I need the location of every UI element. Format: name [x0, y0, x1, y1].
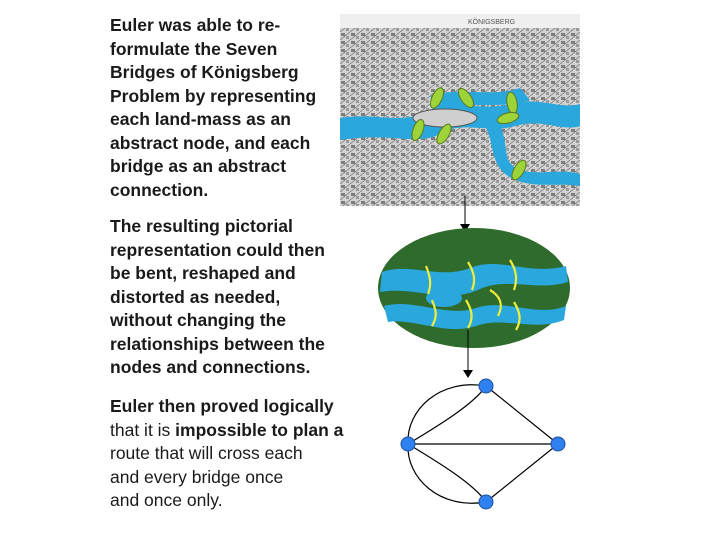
paragraph-proof-description: Euler then proved logically that it is i…: [110, 395, 385, 513]
graph-node: [550, 436, 566, 452]
text-line: nodes and connections.: [110, 357, 311, 377]
text-line: Bridges of Königsberg: [110, 62, 299, 82]
map-bridge: [411, 119, 425, 141]
graph-node: [478, 378, 494, 394]
blob-bridge: [424, 265, 432, 295]
text-line: distorted as needed,: [110, 286, 281, 307]
text-normal-segment: that it is: [110, 419, 176, 440]
graph-edge: [407, 443, 487, 504]
text-line: relationships between the: [110, 333, 325, 354]
graph-nodes: [400, 378, 566, 510]
text-line: each land-mass as an: [110, 109, 291, 129]
graph-edge: [407, 384, 487, 445]
map-bridges: [411, 87, 527, 181]
text-line: Problem by representing: [110, 85, 317, 106]
text-line: that it is impossible to plan a: [110, 419, 385, 443]
text-line: connection.: [110, 179, 209, 200]
map-river-south: [486, 126, 580, 186]
text-normal-segment: .: [217, 490, 223, 510]
blob-bridge: [513, 301, 521, 331]
text-line: route that will cross each: [110, 443, 303, 463]
graph-node: [400, 436, 416, 452]
text-line: without changing the: [110, 310, 286, 330]
map-header-band: [340, 14, 580, 28]
map-bridge: [457, 88, 475, 108]
text-line: bridge as an abstract: [110, 156, 287, 176]
blob-bridge: [489, 289, 502, 317]
blob-bridge: [465, 299, 473, 329]
paragraph-map-description: Euler was able to re- formulate the Seve…: [110, 14, 385, 202]
map-bridge: [511, 159, 527, 181]
graph-node: [478, 494, 494, 510]
blob-bridge: [509, 259, 518, 291]
blob-bridge: [467, 261, 476, 291]
text-line: and once only.: [110, 489, 385, 513]
text-line: The resulting pictorial: [110, 216, 293, 236]
text-emphasis-segment: and once only: [110, 490, 218, 510]
text-line: formulate the Seven: [110, 38, 278, 59]
euler-graph: [400, 378, 566, 510]
map-bridge: [496, 111, 520, 125]
graph-edges: [407, 384, 559, 504]
blob-bridges: [424, 259, 521, 331]
graph-edge: [407, 385, 487, 445]
map-caption: KÖNIGSBERG: [468, 18, 515, 26]
text-line: abstract node, and each: [110, 132, 311, 153]
map-river-north: [430, 88, 530, 110]
text-line: and every bridge once: [110, 466, 284, 487]
koenigsberg-map: KÖNIGSBERG: [340, 14, 580, 206]
graph-edge: [485, 385, 559, 445]
topological-diagram: [378, 228, 570, 348]
map-bridge: [436, 123, 452, 145]
blob-island-channel: [426, 289, 462, 307]
text-emphasis-segment: impossible to plan a: [175, 419, 344, 440]
graph-edge: [407, 443, 487, 503]
text-line: Euler then proved logically: [110, 396, 334, 416]
graph-edge: [485, 443, 559, 503]
text-line: be bent, reshaped and: [110, 263, 296, 283]
text-line: Euler was able to re-: [110, 15, 281, 35]
text-line: representation could then: [110, 239, 325, 260]
paragraph-topology-description: The resulting pictorial representation c…: [110, 215, 385, 380]
arrow-down-1: [460, 196, 470, 232]
map-bridge: [430, 87, 444, 109]
arrow-down-2: [463, 330, 473, 378]
blob-bridge: [430, 299, 437, 327]
blob-river-south: [384, 304, 566, 330]
